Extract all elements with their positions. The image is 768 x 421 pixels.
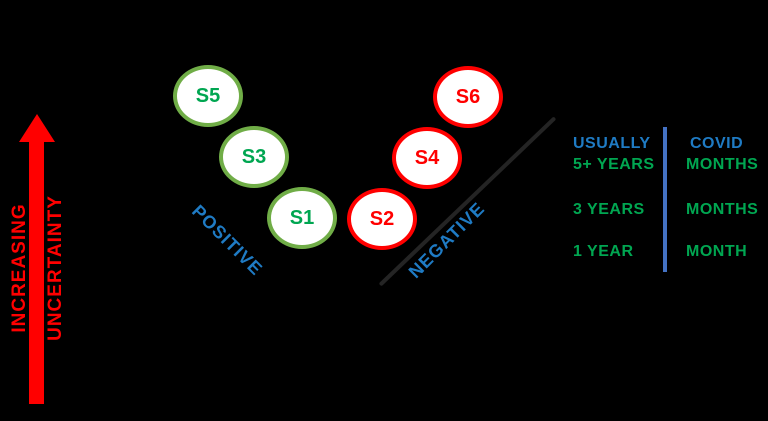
uncertainty-axis-label-line1: INCREASING — [9, 203, 30, 333]
table-header-usually: USUALLY — [573, 135, 651, 152]
scenario-bubble-s2-label: S2 — [369, 207, 395, 230]
table-cell-covid-row2: MONTHS — [686, 201, 759, 218]
scenario-bubble-s4-label: S4 — [414, 146, 440, 169]
table-header-covid: COVID — [690, 135, 744, 152]
table-cell-usually-row2: 3 YEARS — [573, 201, 645, 218]
positive-label: POSITIVE — [188, 200, 267, 280]
scenario-bubble-s6-label: S6 — [455, 85, 481, 108]
uncertainty-arrow-body — [29, 140, 44, 404]
table-column-divider — [663, 127, 667, 272]
uncertainty-axis-label-line2: UNCERTAINTY — [45, 195, 66, 341]
table-cell-covid-row1: MONTHS — [686, 156, 759, 173]
scenario-bubble-s3: S3 — [219, 126, 289, 188]
table-cell-covid-row3: MONTH — [686, 243, 748, 260]
scenario-bubble-s3-label: S3 — [241, 145, 267, 168]
scenario-bubble-s5-label: S5 — [195, 84, 221, 107]
scenario-bubble-s2: S2 — [347, 188, 417, 250]
scenario-bubble-s4: S4 — [392, 127, 462, 189]
uncertainty-axis-label: INCREASING UNCERTAINTY — [2, 138, 74, 398]
scenario-bubble-s5: S5 — [173, 65, 243, 127]
scenario-bubble-s1: S1 — [267, 187, 337, 249]
scenario-bubble-s6: S6 — [433, 66, 503, 128]
scenario-bubble-s1-label: S1 — [289, 206, 315, 229]
uncertainty-arrow-head-icon — [19, 114, 55, 142]
table-cell-usually-row3: 1 YEAR — [573, 243, 634, 260]
table-cell-usually-row1: 5+ YEARS — [573, 156, 655, 173]
